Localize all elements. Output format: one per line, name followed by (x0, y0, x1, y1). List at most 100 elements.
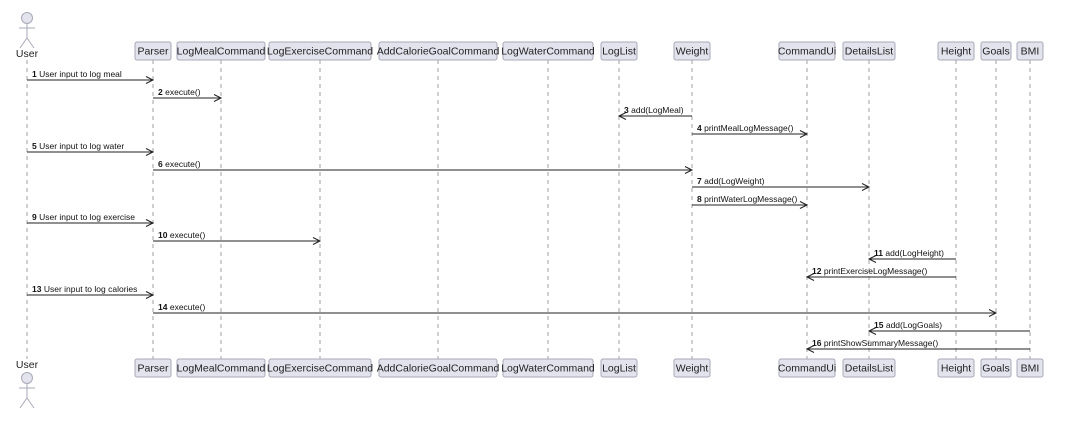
message-label: 1 User input to log meal (32, 69, 122, 79)
participant-logmealcommand-bottom: LogMealCommand (176, 358, 266, 378)
arrowhead-icon (145, 219, 155, 227)
message-6: 6 execute() (153, 159, 694, 174)
message-label: 6 execute() (158, 159, 201, 169)
participant-label: AddCalorieGoalCommand (377, 46, 500, 58)
participant-box (600, 41, 638, 61)
participant-label: BMI (1021, 46, 1040, 58)
actor-leg-left-icon (19, 397, 28, 409)
participant-height-bottom: Height (937, 358, 975, 378)
arrowhead-icon (684, 166, 694, 174)
message-label: 8 printWaterLogMessage() (697, 194, 798, 204)
message-label: 7 add(LogWeight) (697, 176, 765, 186)
participant-parser-bottom: Parser (134, 358, 172, 378)
participant-logwatercommand-bottom: LogWaterCommand (501, 358, 595, 378)
participant-label: Goals (982, 46, 1009, 58)
arrowhead-icon (145, 291, 155, 299)
participant-box (842, 41, 896, 61)
participant-label: LogMealCommand (177, 363, 266, 375)
participant-box (980, 358, 1012, 378)
participant-bmi-top: BMI (1016, 41, 1044, 61)
message-number: 1 (32, 69, 37, 79)
participant-box (502, 358, 594, 378)
actor-user-bottom: User (16, 359, 39, 409)
arrowhead-icon (617, 112, 627, 120)
message-number: 7 (697, 176, 702, 186)
message-5: 5 User input to log water (27, 141, 155, 156)
participant-detailslist-bottom: DetailsList (842, 358, 896, 378)
participant-label: Weight (676, 363, 709, 375)
message-number: 3 (624, 105, 629, 115)
participant-box (673, 41, 711, 61)
participant-height-top: Height (937, 41, 975, 61)
participant-label: CommandUi (778, 46, 836, 58)
message-10: 10 execute() (153, 230, 322, 245)
arrowhead-icon (213, 94, 223, 102)
message-text: execute() (170, 302, 206, 312)
participant-box (134, 41, 172, 61)
message-text: add(LogWeight) (704, 176, 764, 186)
participant-addcaloriegoalcommand-bottom: AddCalorieGoalCommand (377, 358, 499, 378)
participant-label: LogMealCommand (177, 46, 266, 58)
participant-detailslist-top: DetailsList (842, 41, 896, 61)
message-2: 2 execute() (153, 87, 223, 102)
participant-label: Parser (138, 363, 169, 375)
participant-box (842, 358, 896, 378)
arrowhead-icon (312, 237, 322, 245)
message-number: 5 (32, 141, 37, 151)
participant-goals-bottom: Goals (980, 358, 1012, 378)
message-text: printShowSummaryMessage() (824, 338, 938, 348)
participant-box (980, 41, 1012, 61)
message-label: 12 printExerciseLogMessage() (812, 266, 927, 276)
participant-bmi-bottom: BMI (1016, 358, 1044, 378)
participant-box (937, 358, 975, 378)
participant-box (1016, 358, 1044, 378)
message-number: 10 (158, 230, 168, 240)
message-label: 4 printMealLogMessage() (697, 123, 794, 133)
participant-logexercisecommand-top: LogExerciseCommand (267, 41, 373, 61)
message-3: 3 add(LogMeal) (617, 105, 692, 120)
participant-label: DetailsList (845, 363, 894, 375)
participant-box (378, 41, 498, 61)
participant-box (600, 358, 638, 378)
actor-user-top: User (16, 12, 39, 60)
arrowhead-icon (145, 148, 155, 156)
participant-box (134, 358, 172, 378)
participant-box (937, 41, 975, 61)
message-1: 1 User input to log meal (27, 69, 155, 84)
participant-box (778, 358, 836, 378)
arrowhead-icon (867, 327, 877, 335)
message-label: 9 User input to log exercise (32, 212, 135, 222)
participant-label: LogWaterCommand (501, 363, 595, 375)
actor-head-icon (21, 372, 33, 384)
message-text: User input to log calories (44, 284, 138, 294)
message-12: 12 printExerciseLogMessage() (805, 266, 956, 281)
participant-goals-top: Goals (980, 41, 1012, 61)
participant-weight-top: Weight (673, 41, 711, 61)
participant-logwatercommand-top: LogWaterCommand (501, 41, 595, 61)
message-7: 7 add(LogWeight) (692, 176, 871, 191)
participant-logexercisecommand-bottom: LogExerciseCommand (267, 358, 373, 378)
arrowhead-icon (799, 201, 809, 209)
participant-weight-bottom: Weight (673, 358, 711, 378)
message-text: execute() (165, 159, 201, 169)
message-number: 8 (697, 194, 702, 204)
message-number: 11 (874, 248, 883, 258)
message-text: printExerciseLogMessage() (824, 266, 928, 276)
participant-label: LogExerciseCommand (267, 363, 373, 375)
message-number: 4 (697, 123, 702, 133)
participant-commandui-bottom: CommandUi (778, 358, 836, 378)
message-text: User input to log meal (39, 69, 122, 79)
participant-box (268, 358, 372, 378)
participant-label: LogExerciseCommand (267, 46, 373, 58)
message-number: 15 (874, 320, 884, 330)
participant-label: Parser (138, 46, 169, 58)
message-16: 16 printShowSummaryMessage() (805, 338, 1030, 353)
participant-parser-top: Parser (134, 41, 172, 61)
message-label: 10 execute() (158, 230, 205, 240)
message-text: add(LogMeal) (631, 105, 684, 115)
participant-label: LogList (602, 363, 636, 375)
participant-box (176, 358, 266, 378)
message-number: 16 (812, 338, 822, 348)
